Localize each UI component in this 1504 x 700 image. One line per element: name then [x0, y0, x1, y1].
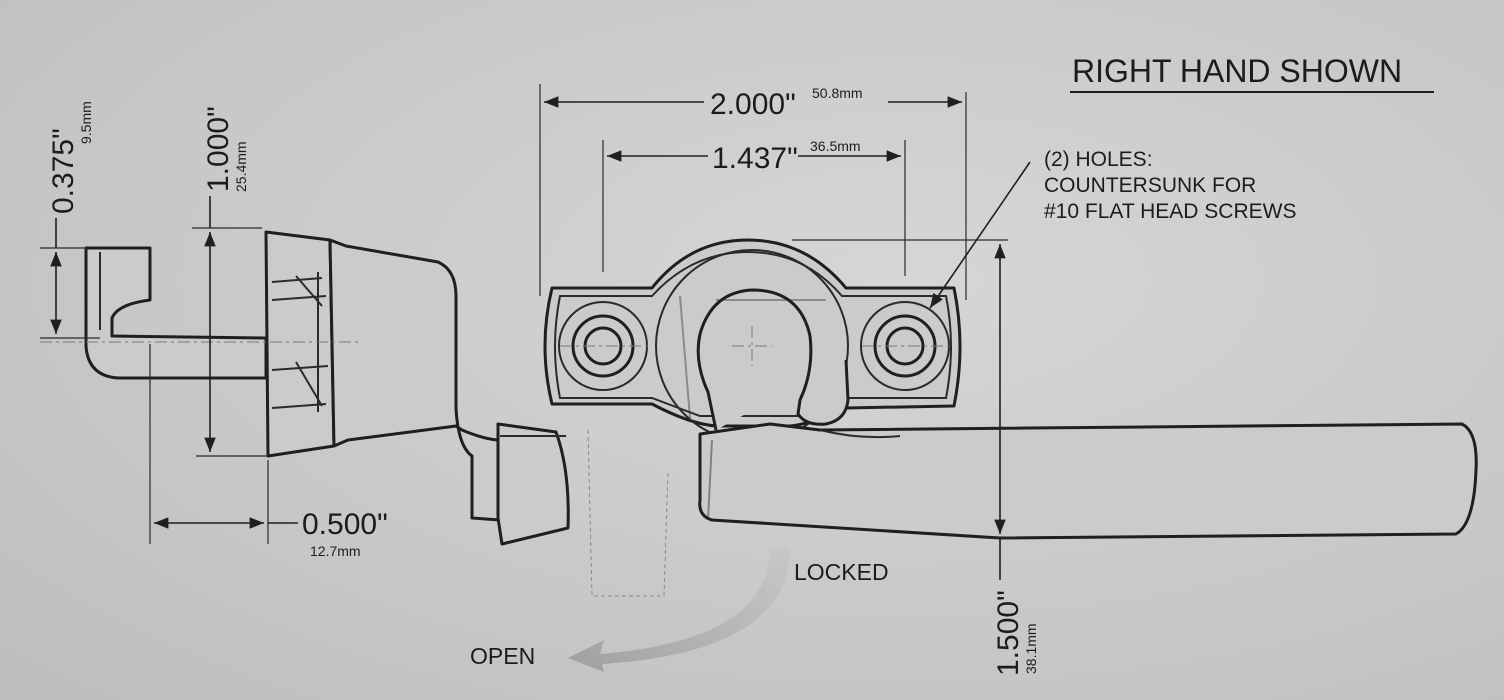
dim-0375-label: 0.375" 9.5mm [47, 101, 94, 214]
holes-leader [929, 161, 1031, 309]
open-label: OPEN [470, 643, 535, 669]
handle-neck-line [819, 429, 901, 439]
dim-1500-label: 1.500" 38.1mm [992, 590, 1039, 676]
dim-2000-inch: 2.000" [710, 88, 796, 121]
holes-callout: (2) HOLES: COUNTERSUNK FOR #10 FLAT HEAD… [1044, 148, 1296, 223]
dim-1000-label: 1.000" 25.4mm [202, 106, 249, 192]
hook-part [84, 246, 268, 380]
hub-hidden-lines [679, 295, 826, 419]
body-side [328, 238, 502, 522]
handle-tip-side [496, 422, 570, 546]
dim-0500-inch: 0.500" [302, 508, 388, 541]
rotation-arrow-icon [568, 548, 790, 672]
dim-1000-mm: 25.4mm [233, 141, 249, 192]
callout-line2: COUNTERSUNK FOR [1044, 174, 1256, 197]
dim-1500-inch: 1.500" [992, 590, 1025, 676]
callout-line3: #10 FLAT HEAD SCREWS [1044, 200, 1296, 223]
handle-locked [698, 422, 1478, 540]
top-view: 2.000" 50.8mm 1.437" 36.5mm (2) HOLES: C… [470, 84, 1478, 676]
collar-ribs [271, 277, 329, 409]
dim-1437-inch: 1.437" [712, 142, 798, 175]
drawing-title: RIGHT HAND SHOWN [1072, 53, 1402, 89]
dim-0500-mm: 12.7mm [310, 543, 361, 559]
callout-line1: (2) HOLES: [1044, 148, 1153, 171]
hub-boss [696, 288, 850, 431]
locked-label: LOCKED [794, 559, 889, 585]
dim-1500-mm: 38.1mm [1023, 623, 1039, 674]
dim-1437-mm: 36.5mm [810, 138, 861, 154]
screw-hole-right [860, 301, 950, 391]
dim-0375-inch: 0.375" [47, 128, 80, 214]
dim-2000-mm: 50.8mm [812, 85, 863, 101]
dim-1000-inch: 1.000" [202, 106, 235, 192]
side-view: 0.375" 9.5mm 1.000" 25.4mm 0.500" 12.7mm [40, 101, 570, 559]
title-group: RIGHT HAND SHOWN [1070, 53, 1434, 93]
dim-0375-mm: 9.5mm [78, 101, 94, 144]
open-position-hidden [587, 429, 669, 597]
cam-collar [264, 230, 336, 458]
handle-edge-hidden [707, 439, 713, 521]
